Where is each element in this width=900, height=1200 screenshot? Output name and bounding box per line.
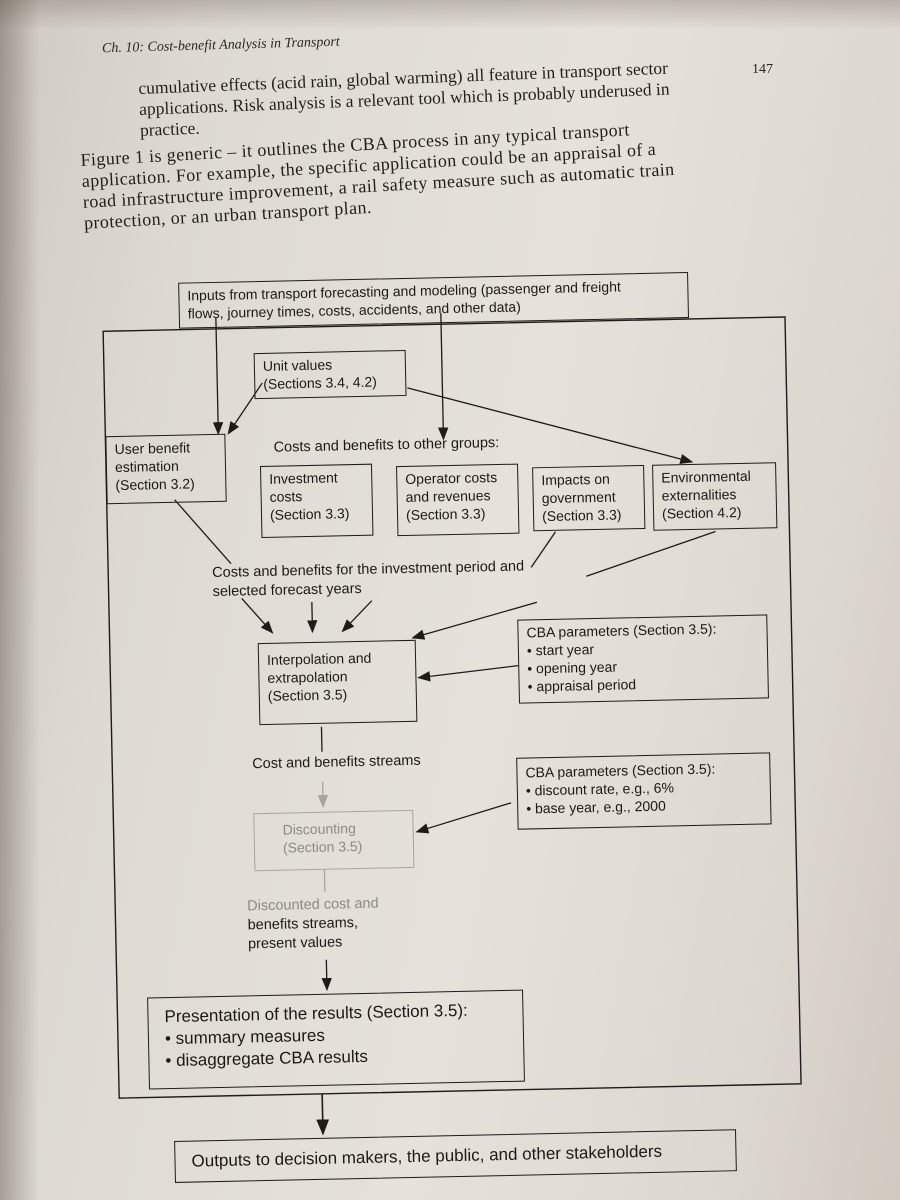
- discounted-line: present values: [247, 934, 343, 953]
- arrow-to-interpolation-2: [307, 601, 318, 634]
- government-impacts-box: Impacts on government (Section 3.3): [532, 464, 646, 532]
- environmental-line: Environmental: [661, 467, 751, 486]
- page-number: 147: [752, 62, 773, 77]
- environmental-box: Environmental externalities (Section 4.2…: [652, 462, 778, 531]
- environmental-line: (Section 4.2): [661, 503, 742, 522]
- user-benefit-box: User benefit estimation (Section 3.2): [105, 433, 227, 505]
- government-line: (Section 3.3): [541, 506, 622, 524]
- environmental-line: externalities: [661, 485, 737, 504]
- cba-params2-line: • base year, e.g., 2000: [526, 797, 666, 817]
- arrow-to-outputs: [316, 1093, 330, 1136]
- running-head: Ch. 10: Cost-benefit Analysis in Transpo…: [101, 34, 340, 57]
- outputs-line: Outputs to decision makers, the public, …: [191, 1141, 663, 1171]
- arrow-params1: [417, 665, 519, 682]
- cba-parameters-box-1: CBA parameters (Section 3.5): • start ye…: [517, 614, 769, 704]
- user-benefit-line: estimation: [114, 457, 179, 475]
- arrow-params2: [415, 802, 512, 834]
- arrow-inputs-other-groups: [438, 313, 449, 441]
- discounted-line: Discounted cost and: [247, 895, 379, 915]
- costs-investment-period-label: Costs and benefits for the investment pe…: [212, 558, 525, 602]
- page-shadow-top: [0, 0, 900, 30]
- presentation-box: Presentation of the results (Section 3.5…: [147, 989, 525, 1090]
- investment-line: Investment: [269, 469, 338, 487]
- government-line: government: [541, 488, 616, 507]
- arrow-unit-user-benefit: [227, 382, 263, 435]
- interpolation-box: Interpolation and extrapolation (Section…: [257, 639, 418, 726]
- operator-costs-box: Operator costs and revenues (Section 3.3…: [396, 463, 520, 537]
- line-interp-down: [320, 726, 323, 752]
- government-line: Impacts on: [541, 470, 610, 489]
- arrow-inputs-user-benefit: [212, 317, 224, 436]
- user-benefit-line: (Section 3.2): [115, 475, 195, 493]
- discounting-box: Discounting (Section 3.5): [253, 809, 415, 872]
- investment-costs-box: Investment costs (Section 3.3): [259, 463, 374, 538]
- cost-benefit-streams-label: Cost and benefits streams: [252, 752, 421, 773]
- operator-line: and revenues: [405, 487, 491, 505]
- arrow-unit-environmental: [407, 387, 694, 465]
- interpolation-line: (Section 3.5): [267, 686, 348, 704]
- discounted-streams-label: Discounted cost and benefits streams, pr…: [247, 895, 380, 954]
- arrow-to-interpolation-1: [241, 597, 274, 634]
- arrow-to-discounting: [317, 781, 329, 809]
- page-shadow: [0, 0, 40, 1200]
- investment-line: costs: [269, 488, 303, 505]
- investment-line: (Section 3.3): [269, 504, 350, 523]
- arrow-to-interpolation-3: [341, 600, 373, 633]
- cba-parameters-box-2: CBA parameters (Section 3.5): • discount…: [516, 752, 772, 830]
- discounting-line: (Section 3.5): [282, 837, 363, 856]
- arrow-to-presentation: [321, 959, 332, 992]
- arrow-to-interpolation-4: [411, 601, 538, 640]
- operator-line: (Section 3.3): [405, 505, 486, 523]
- diagram-connectors: [102, 313, 802, 1136]
- line-government: [530, 531, 556, 568]
- line-environmental: [586, 530, 716, 577]
- cba-flow-diagram: Inputs from transport forecasting and mo…: [20, 261, 859, 1193]
- unit-values-box: Unit values (Sections 3.4, 4.2): [253, 349, 407, 400]
- outer-frame: [102, 316, 802, 1099]
- unit-values-line: (Sections 3.4, 4.2): [263, 373, 378, 392]
- line-user-benefit: [174, 499, 232, 565]
- cba-params1-line: • appraisal period: [527, 675, 637, 695]
- operator-line: Operator costs: [405, 469, 498, 487]
- user-benefit-line: User benefit: [114, 439, 191, 458]
